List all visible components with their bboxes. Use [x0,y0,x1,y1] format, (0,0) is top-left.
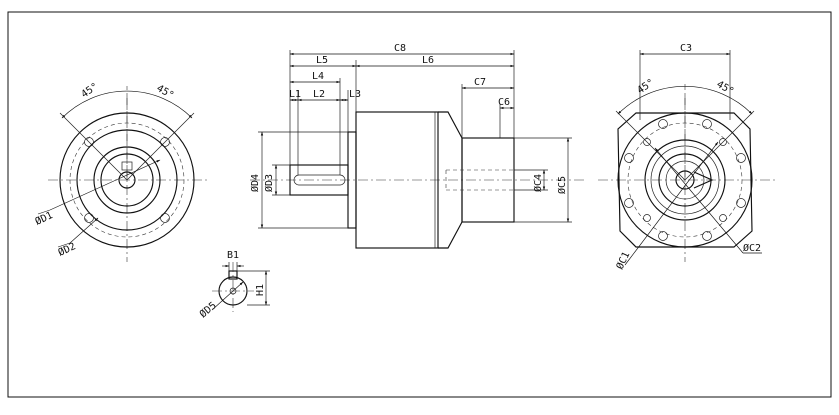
c6-label: C6 [498,97,510,108]
d3-label: ØD3 [263,174,275,192]
drawing-frame [7,11,832,398]
l6-label: L6 [422,55,434,66]
c5-label: ØC5 [556,176,568,194]
d5-label: ØD5 [197,299,219,320]
c2-label: ØC2 [743,242,761,254]
l2-label: L2 [313,89,325,100]
l3-label: L3 [349,89,361,100]
right-angle-label-b: 45° [715,79,736,98]
right-flange-view [598,50,775,266]
right-angle-label-a: 45° [635,77,656,96]
c7-label: C7 [474,77,486,88]
left-flange-view [37,86,208,262]
shaft-section-view [211,262,270,312]
d4-label: ØD4 [249,174,261,192]
side-view [250,50,585,249]
left-angle-label-a: 45° [79,81,100,100]
c1-label: ØC1 [614,250,633,271]
c8-label: C8 [394,43,406,54]
c4-label: ØC4 [532,174,544,192]
l1-label: L1 [289,89,301,100]
l5-label: L5 [316,55,328,66]
l4-label: L4 [312,71,324,82]
b1-label: B1 [227,250,239,261]
h1-label: H1 [255,284,266,296]
c3-label: C3 [680,43,692,54]
d1-label: ØD1 [33,209,54,228]
d2-label: ØD2 [56,240,77,259]
left-angle-label-b: 45° [155,83,176,102]
